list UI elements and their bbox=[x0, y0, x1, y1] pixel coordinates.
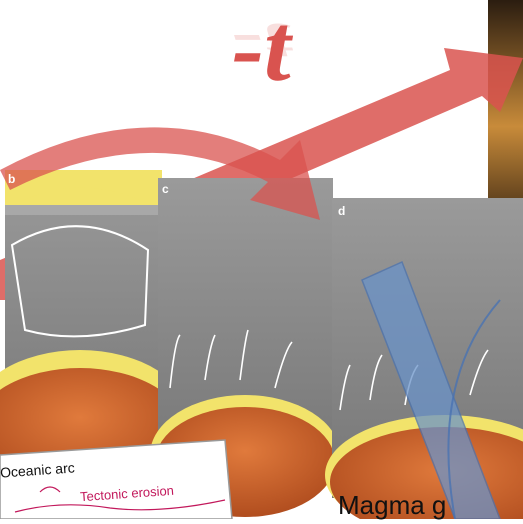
magma-caption: Magma g bbox=[338, 490, 446, 521]
panel-label-c: c bbox=[162, 182, 169, 196]
time-symbol-reflection: -t bbox=[232, 14, 291, 72]
panel-label-b: b bbox=[8, 172, 15, 186]
panel-d bbox=[325, 198, 523, 519]
background-photo-strip bbox=[488, 0, 523, 230]
panel-label-d: d bbox=[338, 204, 345, 218]
